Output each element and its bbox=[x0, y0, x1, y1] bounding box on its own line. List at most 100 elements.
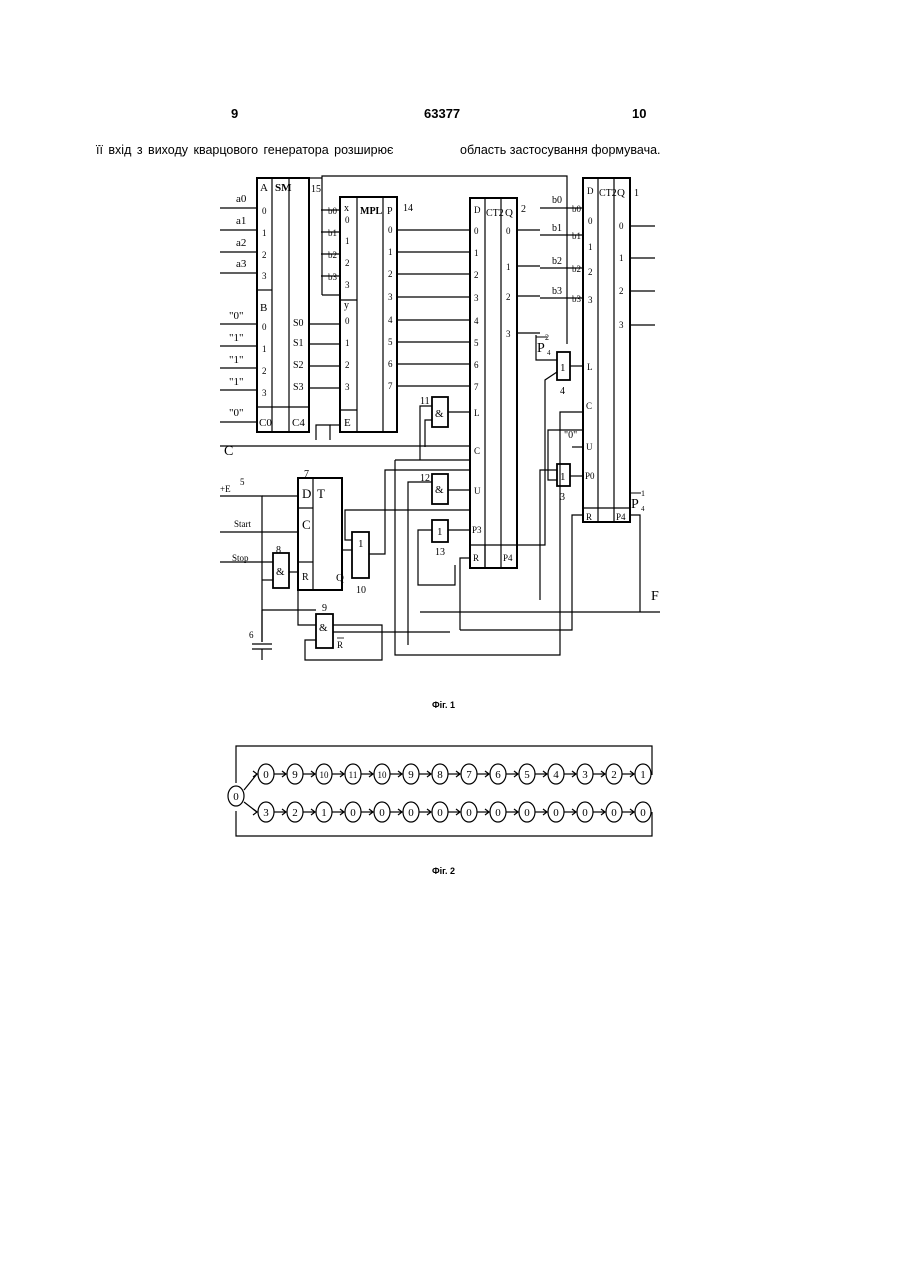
plus-e-signal: +E bbox=[220, 484, 231, 494]
p4-1-sup: 1 bbox=[641, 489, 645, 498]
mpl-pin: 1 bbox=[345, 236, 350, 246]
ref-label: 8 bbox=[276, 545, 281, 556]
mpl-pin: 3 bbox=[345, 382, 350, 392]
state-top-label: 1 bbox=[640, 769, 646, 781]
state-bottom-label: 0 bbox=[640, 807, 646, 819]
sm-a-input: a3 bbox=[236, 258, 247, 270]
r-bar-signal: R bbox=[337, 640, 343, 650]
ref-label: 12 bbox=[420, 473, 430, 484]
sm-output: S0 bbox=[293, 318, 304, 329]
ct2b-pin: 1 bbox=[588, 242, 593, 252]
fig1-caption: Фіг. 1 bbox=[432, 700, 455, 710]
ct2b-u-input: "0" bbox=[564, 430, 577, 441]
mpl-pin: 2 bbox=[345, 360, 350, 370]
sm-c-input: "0" bbox=[229, 407, 243, 419]
trigger-q-label: Q bbox=[336, 572, 344, 584]
arrow-head bbox=[253, 771, 257, 777]
mpl-b-input: b2 bbox=[328, 250, 337, 260]
ct2b-d-label: D bbox=[587, 186, 594, 196]
stop-signal: Stop bbox=[232, 553, 249, 563]
ct2a-c-label: C bbox=[474, 446, 480, 456]
p4-2-signal: P bbox=[537, 341, 545, 356]
mpl-pin: 2 bbox=[345, 258, 350, 268]
ref-label: 13 bbox=[435, 547, 445, 558]
ref-label: 11 bbox=[420, 396, 430, 407]
ct2b-l-label: L bbox=[587, 362, 593, 372]
ct2b-c-label: C bbox=[586, 401, 592, 411]
mpl-output: 7 bbox=[388, 381, 393, 391]
trigger-t-label: T bbox=[317, 486, 325, 501]
output-f-signal: F bbox=[651, 589, 659, 604]
gate-11-symbol: & bbox=[435, 408, 444, 420]
ct2a-r-label: R bbox=[473, 553, 479, 563]
ct2a-pin: 1 bbox=[506, 262, 511, 272]
gate-8-symbol: & bbox=[276, 566, 285, 578]
state-bottom-label: 2 bbox=[292, 807, 298, 819]
state-top-label: 9 bbox=[292, 769, 298, 781]
state-top-label: 4 bbox=[553, 769, 559, 781]
sm-pin: 2 bbox=[262, 250, 267, 260]
ct2b-r-label: R bbox=[586, 512, 592, 522]
ct2a-pin: 2 bbox=[506, 292, 511, 302]
sm-c4-label: C4 bbox=[292, 417, 305, 429]
ref-label: 2 bbox=[521, 204, 526, 215]
ct2b-b-input: b3 bbox=[572, 294, 582, 304]
trigger-d-label: D bbox=[302, 486, 311, 501]
mpl-output: 1 bbox=[388, 247, 393, 257]
mpl-y-label: y bbox=[344, 300, 349, 311]
ct2b-p4-label: P4 bbox=[616, 512, 626, 522]
ref-label: 6 bbox=[249, 630, 254, 640]
ct2b-pin: 3 bbox=[619, 320, 624, 330]
state-bottom-label: 0 bbox=[611, 807, 617, 819]
mpl-b-input: b0 bbox=[328, 206, 338, 216]
fig2-caption: Фіг. 2 bbox=[432, 866, 455, 876]
mpl-b-input: b3 bbox=[328, 272, 338, 282]
sm-c0-label: C0 bbox=[259, 417, 272, 429]
sm-pin: 3 bbox=[262, 388, 267, 398]
ct2a-pin: 7 bbox=[474, 382, 479, 392]
mpl-pin: 3 bbox=[345, 280, 350, 290]
gate-10-symbol: 1 bbox=[358, 538, 364, 550]
sm-output: S1 bbox=[293, 338, 304, 349]
clock-signal: C bbox=[224, 444, 233, 459]
ct2b-p0-label: P0 bbox=[585, 471, 595, 481]
ct2a-u-label: U bbox=[474, 486, 481, 496]
ct2a-pin: 5 bbox=[474, 338, 479, 348]
mpl-x-label: x bbox=[344, 203, 349, 214]
state-top-label: 5 bbox=[524, 769, 530, 781]
ref-label: 9 bbox=[322, 603, 327, 614]
state-top-label: 10 bbox=[378, 770, 388, 780]
mpl-pin: 1 bbox=[345, 338, 350, 348]
ct2b-pin: 0 bbox=[619, 221, 624, 231]
sm-pin: 1 bbox=[262, 344, 267, 354]
mpl-output: 0 bbox=[388, 225, 393, 235]
ct2a-pin: 4 bbox=[474, 316, 479, 326]
gate-9-symbol: & bbox=[319, 622, 328, 634]
mpl-output: 2 bbox=[388, 269, 393, 279]
sm-a-input: a1 bbox=[236, 215, 246, 227]
sm-pin: 0 bbox=[262, 206, 267, 216]
trigger-c-label: C bbox=[302, 517, 311, 532]
ref-label: 1 bbox=[634, 188, 639, 199]
sm-b-input: "1" bbox=[229, 354, 243, 366]
state-top-label: 11 bbox=[349, 770, 358, 780]
mpl-output: 6 bbox=[388, 359, 393, 369]
gate-13-symbol: 1 bbox=[437, 526, 443, 538]
ct2b-b-input: b1 bbox=[552, 223, 562, 234]
mpl-title: MPL bbox=[360, 206, 383, 217]
state-bottom-label: 3 bbox=[263, 807, 269, 819]
ref-label: 4 bbox=[560, 386, 565, 397]
ct2a-pin: 2 bbox=[474, 270, 479, 280]
sm-a-label: A bbox=[260, 182, 268, 194]
state-top-label: 3 bbox=[582, 769, 588, 781]
state-bottom-label: 0 bbox=[495, 807, 501, 819]
ref-label: 14 bbox=[403, 203, 413, 214]
p4-2-sub: 4 bbox=[547, 349, 551, 357]
ct2b-b-input: b0 bbox=[572, 204, 582, 214]
sm-b-input: "0" bbox=[229, 310, 243, 322]
sm-pin: 0 bbox=[262, 322, 267, 332]
state-top-label: 8 bbox=[437, 769, 443, 781]
ct2a-title: CT2 bbox=[486, 208, 504, 219]
arrow-head bbox=[253, 809, 257, 815]
mpl-output: 4 bbox=[388, 315, 393, 325]
